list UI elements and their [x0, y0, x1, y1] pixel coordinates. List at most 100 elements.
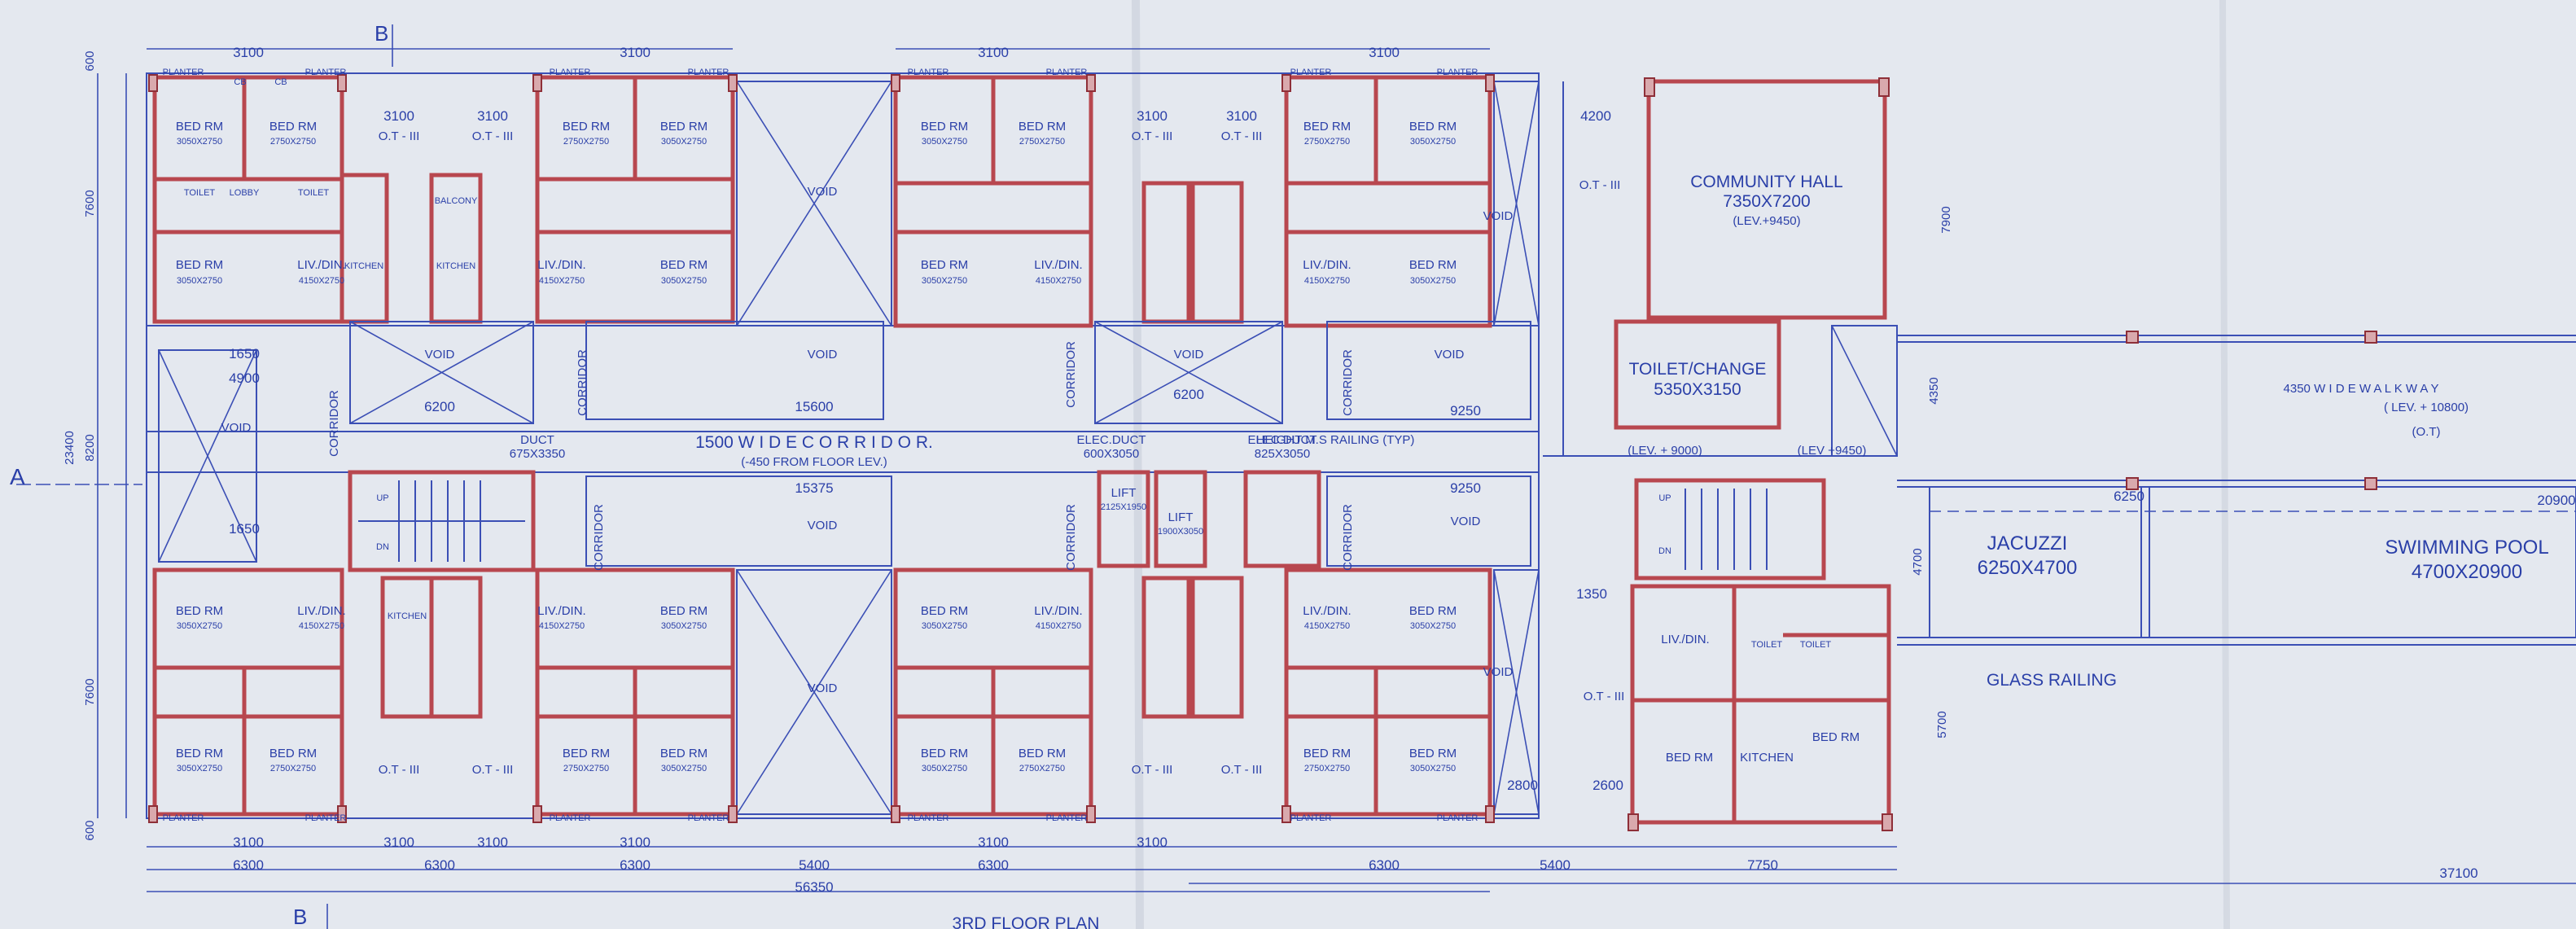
plan-title: 3RD FLOOR PLAN — [953, 914, 1100, 929]
circulation-labels: 1500 W I D E C O R R I D O R. (-450 FROM… — [327, 341, 1671, 571]
stair-up-label: UP — [376, 493, 388, 503]
room-label: LIV./DIN. — [1303, 604, 1351, 618]
room-size: 3050X2750 — [177, 276, 222, 286]
void-label: VOID — [1174, 348, 1204, 362]
room-label: TOILET — [1751, 640, 1783, 650]
lift-label: LIFT — [1111, 486, 1137, 500]
dim-label: 7600 — [83, 190, 97, 217]
corridor-vertical-label: CORRIDOR — [1064, 504, 1078, 571]
void-label: VOID — [425, 348, 455, 362]
void-label: VOID — [808, 681, 838, 695]
dim-label: 1650 — [229, 346, 260, 362]
ot-label: O.T - III — [379, 129, 420, 143]
void-label: VOID — [1451, 515, 1481, 528]
planter-label: PLANTER — [550, 813, 591, 823]
dim-label-overall: 56350 — [795, 879, 833, 895]
room-label: BED RM — [1303, 120, 1351, 134]
right-flat — [1630, 584, 1891, 825]
dim-label: 600 — [83, 820, 97, 840]
lift-1 — [1097, 470, 1150, 568]
ot-label: O.T - III — [472, 763, 514, 777]
dimension-text: 3100 3100 3100 3100 3100 3100 3100 3100 … — [63, 45, 2576, 895]
lift-size: 2125X1950 — [1101, 502, 1146, 512]
void-label: VOID — [1483, 665, 1514, 679]
room-label: BED RM — [1812, 730, 1860, 744]
corridor-vertical-label: CORRIDOR — [1341, 504, 1355, 571]
railing-label: HEIGHT M.S RAILING (TYP) — [1256, 433, 1415, 447]
room-label: BED RM — [660, 258, 708, 272]
planter-label: PLANTER — [1046, 813, 1088, 823]
walkway-label: 4350 W I D E W A L K W A Y — [2284, 382, 2439, 396]
dim-label: 600 — [83, 50, 97, 71]
dim-label: 3100 — [978, 45, 1009, 60]
room-size: 3050X2750 — [1410, 137, 1456, 147]
room-label: BED RM — [921, 747, 968, 760]
dim-label: 5400 — [1540, 857, 1571, 873]
community-hall — [1646, 79, 1887, 320]
dim-label-overall: 37100 — [2439, 865, 2477, 881]
amenity-block — [1543, 79, 1898, 825]
upper-units — [152, 75, 1492, 328]
dim-label: 6300 — [1369, 857, 1400, 873]
dim-label: 6200 — [1173, 387, 1204, 402]
dim-label: 3100 — [233, 835, 264, 850]
room-label: TOILET — [1800, 640, 1832, 650]
room-label: BED RM — [176, 120, 223, 134]
room-label: BED RM — [1019, 120, 1066, 134]
room-size: 3050X2750 — [661, 276, 707, 286]
room-label: LIV./DIN. — [1661, 633, 1709, 646]
ot-label: O.T - III — [1584, 690, 1625, 703]
level-label: (LEV. + 9000) — [1628, 444, 1702, 458]
dim-label: 6300 — [620, 857, 651, 873]
corridor-label: 1500 W I D E C O R R I D O R. — [695, 433, 933, 452]
dim-label: 15600 — [795, 399, 833, 414]
dim-label: 9250 — [1450, 403, 1481, 418]
lower-unit-1 — [152, 567, 344, 817]
dim-label: 1350 — [1576, 586, 1607, 602]
elec-duct-label: ELEC.DUCT — [1076, 433, 1146, 447]
pool-label: SWIMMING POOL — [2385, 537, 2548, 559]
void-labels: VOID VOID VOID VOID VOID VOID VOID VOID … — [221, 129, 1625, 777]
room-label: KITCHEN — [1740, 751, 1794, 765]
dim-label: 8200 — [83, 434, 97, 461]
dim-label: 3100 — [1137, 835, 1168, 850]
corridor-vertical-label: CORRIDOR — [327, 390, 341, 457]
void-label: VOID — [1435, 348, 1465, 362]
lift-label: LIFT — [1168, 511, 1194, 524]
room-label: TOILET — [298, 188, 330, 198]
planter-label: PLANTER — [163, 813, 204, 823]
planter-label: PLANTER — [550, 68, 591, 77]
stair-2 — [1634, 478, 1826, 581]
elec-duct-2 — [1243, 470, 1321, 568]
dim-label: 7600 — [83, 678, 97, 705]
dim-label: 3100 — [1369, 45, 1400, 60]
dim-label: 3100 — [978, 835, 1009, 850]
room-label: BED RM — [1666, 751, 1713, 765]
columns — [148, 74, 2377, 831]
dim-label: 2600 — [1592, 778, 1623, 793]
room-size: 3050X2750 — [1410, 276, 1456, 286]
room-size: 3050X2750 — [1410, 621, 1456, 631]
room-label: BALCONY — [435, 196, 478, 206]
lower-unit-4 — [1284, 567, 1492, 817]
room-label: BED RM — [1409, 604, 1457, 618]
planter-label: PLANTER — [688, 813, 729, 823]
room-size: 3050X2750 — [661, 621, 707, 631]
room-size: 3050X2750 — [922, 764, 967, 773]
room-size: 4150X2750 — [1036, 621, 1081, 631]
elec-duct-size: 600X3050 — [1084, 447, 1139, 461]
dim-label: 3100 — [383, 108, 414, 124]
toilet-change — [1614, 319, 1781, 430]
room-label: BED RM — [660, 604, 708, 618]
room-label: BED RM — [563, 747, 610, 760]
room-label: BED RM — [176, 747, 223, 760]
planter-label: PLANTER — [1437, 68, 1479, 77]
ot-label: O.T - III — [1132, 129, 1173, 143]
planter-label: PLANTER — [163, 68, 204, 77]
void-label: VOID — [808, 519, 838, 532]
room-label: LIV./DIN. — [1034, 604, 1082, 618]
jacuzzi-size: 6250X4700 — [1978, 557, 2078, 579]
pool-area — [1189, 335, 2576, 884]
room-size: 2750X2750 — [563, 137, 609, 147]
